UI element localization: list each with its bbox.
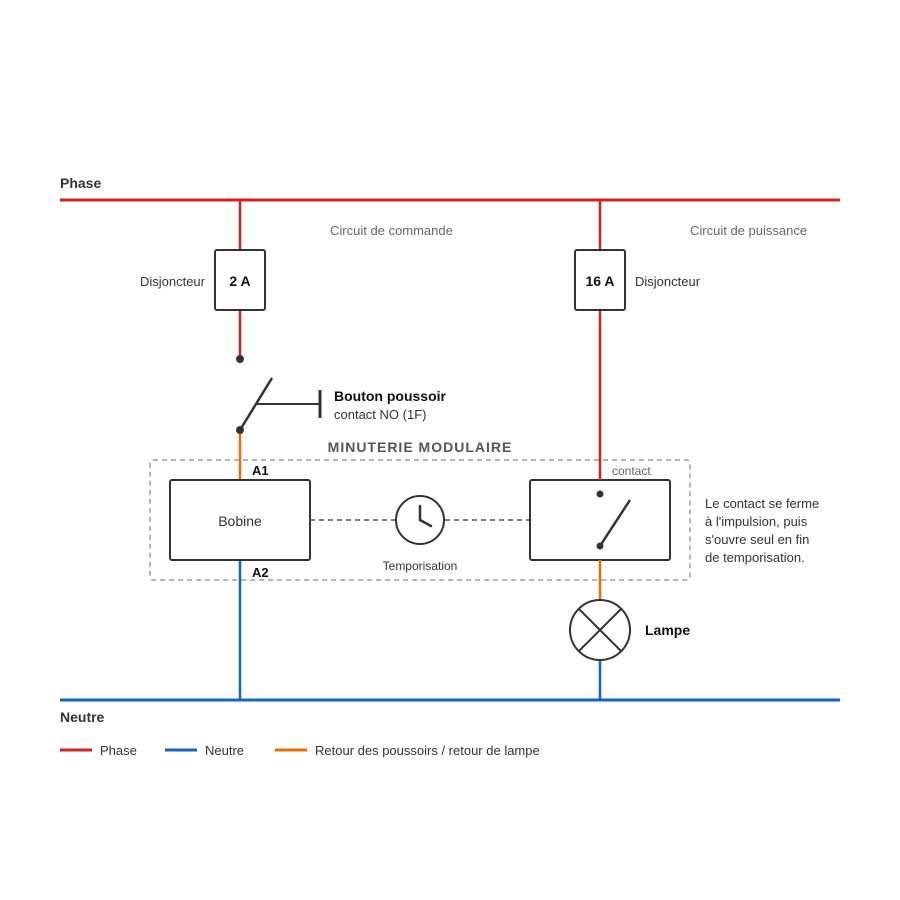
contact-blade [598, 499, 632, 547]
power-breaker [574, 249, 626, 311]
command-breaker [214, 249, 266, 311]
contact-note: Le contact se ferme à l'impulsion, puis … [705, 496, 823, 565]
contact-note-line-4: de temporisation. [705, 550, 805, 565]
command-breaker-label: Disjoncteur [140, 274, 206, 289]
command-circuit-label: Circuit de commande [330, 223, 453, 238]
neutral-rail-label: Neutre [60, 709, 105, 725]
lamp-icon [569, 599, 631, 661]
clock-icon [395, 495, 445, 545]
power-breaker-label: Disjoncteur [635, 274, 701, 289]
terminal-a1: A1 [252, 463, 269, 478]
contact-note-line-2: à l'impulsion, puis [705, 514, 808, 529]
push-button-name: Bouton poussoir [334, 388, 447, 404]
legend-neutral-label: Neutre [205, 743, 244, 758]
legend-phase-label: Phase [100, 743, 137, 758]
phase-rail-label: Phase [60, 175, 101, 191]
delay-label: Temporisation [383, 559, 458, 573]
push-button-terminal-top [236, 355, 244, 363]
timer-module-outline [149, 459, 691, 581]
legend-return-label: Retour des poussoirs / retour de lampe [315, 743, 540, 758]
power-circuit-label: Circuit de puissance [690, 223, 807, 238]
power-breaker-rating: 16 A [585, 273, 614, 289]
command-breaker-rating: 2 A [229, 273, 250, 289]
timer-module-title: MINUTERIE MODULAIRE [328, 439, 513, 455]
lamp-label: Lampe [645, 622, 690, 638]
contact-label: contact [612, 464, 651, 478]
contact-terminal-top [596, 490, 604, 498]
push-button-type: contact NO (1F) [334, 407, 426, 422]
legend: Phase Neutre Retour des poussoirs / reto… [60, 743, 540, 758]
contact-note-line-1: Le contact se ferme [705, 496, 819, 511]
terminal-a2: A2 [252, 565, 269, 580]
coil-label: Bobine [218, 513, 262, 529]
contact-note-line-3: s'ouvre seul en fin [705, 532, 809, 547]
